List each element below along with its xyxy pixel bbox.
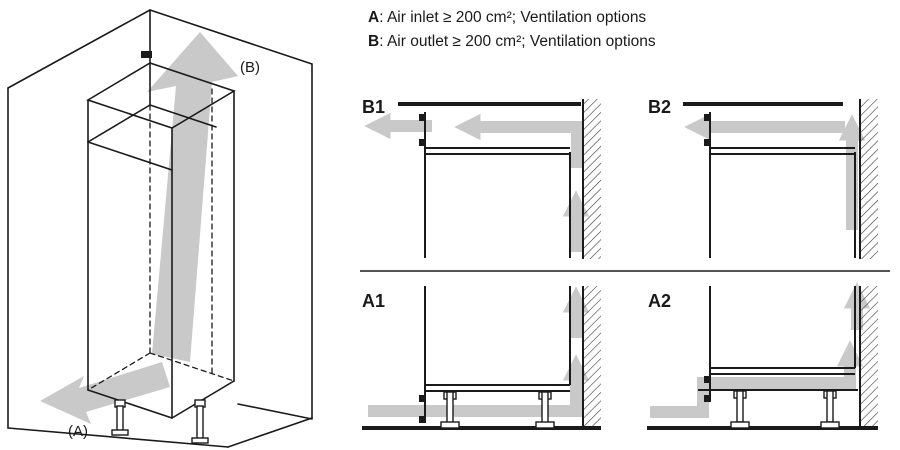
- a1-hinge-marks: [419, 395, 426, 423]
- panel-a1-label: A1: [362, 291, 385, 311]
- a2-wall-hatch: [860, 286, 878, 428]
- label-b: (B): [240, 59, 260, 76]
- cable-position-mark: [141, 51, 152, 58]
- a2-hinge-marks: [704, 376, 711, 402]
- b1-top-channel-arrow: [454, 113, 583, 168]
- panel-a1: A1: [362, 286, 601, 430]
- legend-air-inlet: A: Air inlet ≥ 200 cm²; Ventilation opti…: [368, 6, 656, 30]
- panel-b2: B2: [648, 97, 878, 259]
- panel-b2-label: B2: [648, 97, 671, 117]
- legend-air-inlet-key: A: [368, 9, 380, 26]
- panel-b1-label: B1: [362, 97, 385, 117]
- panel-a2: A2: [647, 282, 878, 430]
- panel-b1: B1: [362, 97, 601, 259]
- a1-wall-hatch: [583, 286, 601, 428]
- niche-walls: [7, 9, 313, 448]
- a2-plinth-feet: [730, 390, 840, 429]
- b1-wall-hatch: [583, 99, 601, 259]
- iso-view: (B) (A): [7, 9, 313, 448]
- a2-base-inlet-arrow: [650, 340, 864, 418]
- legend-air-inlet-text: : Air inlet ≥ 200 cm²; Ventilation optio…: [379, 9, 647, 26]
- b1-cabinet: [424, 112, 571, 258]
- legend-air-outlet-key: B: [368, 33, 380, 50]
- iso-airflow-up-arrow: [147, 32, 238, 362]
- label-a: (A): [68, 423, 88, 440]
- legend-air-outlet-text: : Air outlet ≥ 200 cm²; Ventilation opti…: [379, 33, 656, 50]
- a1-plinth-feet: [440, 391, 555, 429]
- legend: A: Air inlet ≥ 200 cm²; Ventilation opti…: [368, 6, 656, 54]
- cabinet-feet: [111, 399, 209, 444]
- legend-air-outlet: B: Air outlet ≥ 200 cm²; Ventilation opt…: [368, 30, 656, 54]
- panel-a2-label: A2: [648, 291, 671, 311]
- b1-hinge-marks: [419, 114, 426, 146]
- hidden-edges: [87, 88, 235, 391]
- b2-cabinet: [709, 112, 856, 258]
- b2-hinge-marks: [704, 114, 711, 146]
- b2-wall-hatch: [860, 99, 878, 259]
- a1-plinth-inlet-arrow: [368, 354, 590, 417]
- iso-airflow-inlet-arrow: [40, 362, 170, 424]
